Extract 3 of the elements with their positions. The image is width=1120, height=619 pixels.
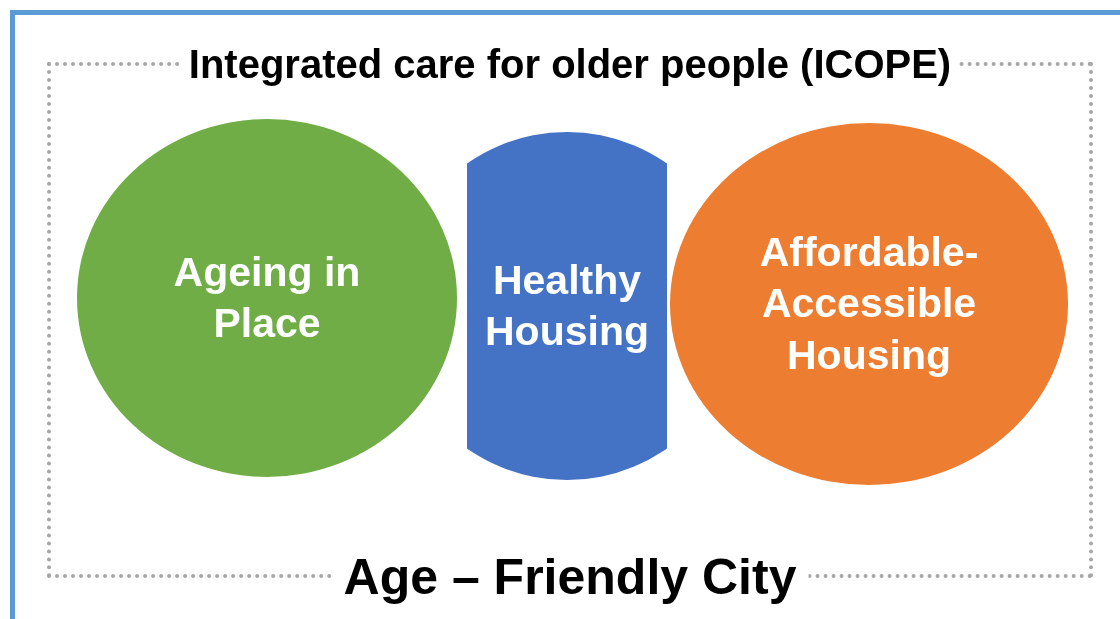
ellipse-label: Affordable- Accessible Housing [758, 228, 980, 380]
ellipse-label: Healthy Housing [484, 255, 650, 356]
ellipse-label: Ageing in Place [172, 247, 362, 348]
